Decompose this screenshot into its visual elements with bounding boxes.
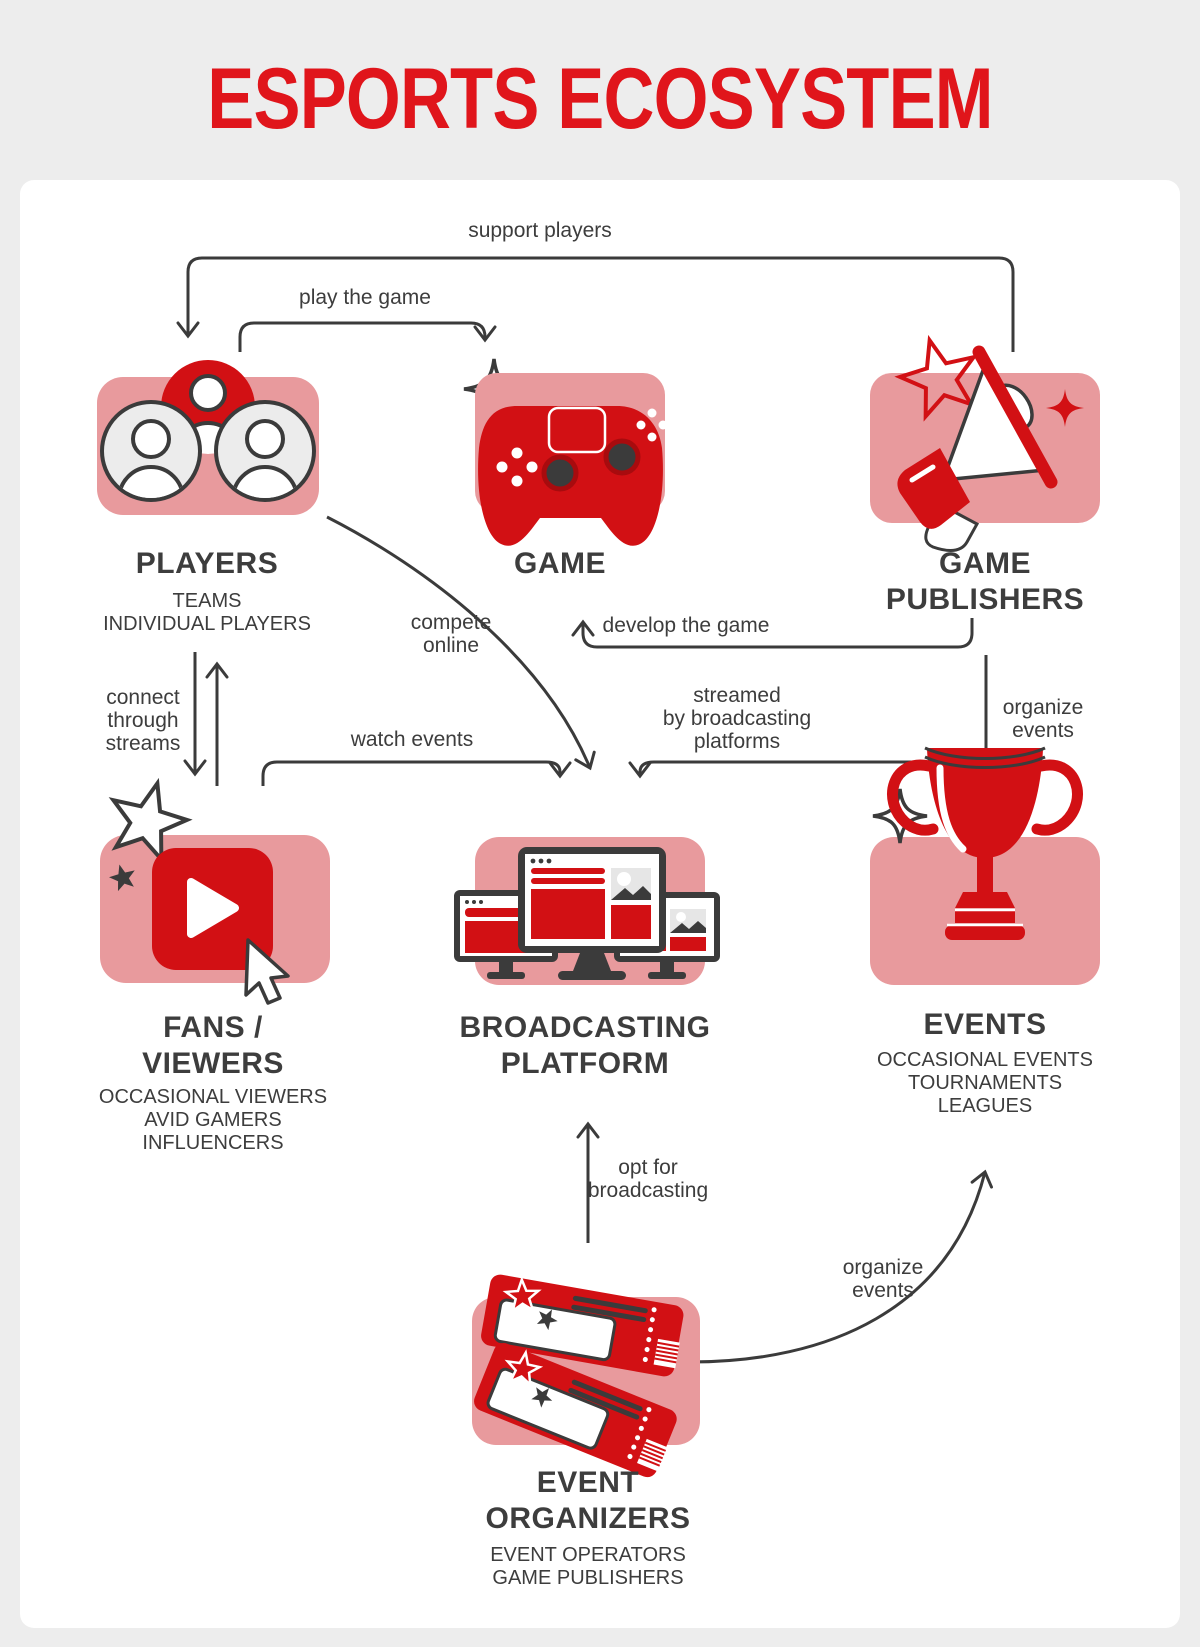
monitors-icon — [454, 837, 720, 985]
fans-viewers-title: FANS / VIEWERS — [142, 1011, 284, 1080]
tickets-icon — [438, 1248, 700, 1472]
left-stick — [541, 454, 579, 492]
action-buttons — [636, 408, 668, 442]
play-triangle — [187, 878, 239, 938]
play-the-game-label: play the game — [299, 286, 431, 309]
megaphone-handle — [897, 448, 970, 529]
edge-organize-events-bottom — [689, 1169, 993, 1364]
organize-events-top-label: organize events — [1002, 696, 1084, 742]
game-title: GAME — [514, 547, 606, 580]
connect-through-streams-label: connect through streams — [105, 686, 181, 755]
compete-online-label: compete online — [410, 611, 492, 657]
right-stick — [603, 438, 641, 476]
center-monitor — [518, 847, 666, 980]
events-title: EVENTS — [923, 1008, 1047, 1041]
play-button-icon — [85, 768, 330, 1005]
edge-compete-online — [326, 515, 596, 771]
event-organizers-subtitle: EVENT OPERATORS GAME PUBLISHERS — [490, 1544, 686, 1589]
cursor-icon — [244, 938, 290, 1005]
opt-for-broadcasting-label: opt for broadcasting — [587, 1156, 709, 1202]
edge-develop-the-game — [571, 618, 974, 649]
events-subtitle: OCCASIONAL EVENTS TOURNAMENTS LEAGUES — [877, 1049, 1093, 1117]
gamepad-icon — [445, 348, 668, 546]
trophy — [887, 746, 1083, 940]
players-subtitle: TEAMS INDIVIDUAL PLAYERS — [103, 590, 311, 635]
fans-viewers-subtitle: OCCASIONAL VIEWERS AVID GAMERS INFLUENCE… — [98, 1086, 328, 1154]
watch-events-label: watch events — [350, 728, 474, 751]
players-icon — [97, 360, 319, 515]
edge-support-players — [176, 256, 1015, 352]
organize-events-bottom-label: organize events — [842, 1256, 924, 1302]
dpad-dots — [496, 447, 538, 487]
game-publishers-title: GAME PUBLISHERS — [885, 547, 1085, 616]
support-players-label: support players — [468, 219, 612, 242]
develop-the-game-label: develop the game — [602, 614, 770, 637]
streamed-by-platforms-label: streamed by broadcasting platforms — [662, 684, 812, 753]
trophy-icon — [843, 728, 1100, 985]
megaphone-icon — [845, 330, 1100, 553]
page-title: ESPORTS ECOSYSTEM — [207, 51, 993, 147]
edge-watch-events — [261, 760, 572, 786]
broadcasting-platform-title: BROADCASTING PLATFORM — [459, 1011, 711, 1080]
event-organizers-title: EVENT ORGANIZERS — [485, 1466, 691, 1535]
edge-play-the-game — [238, 321, 497, 352]
players-title: PLAYERS — [135, 547, 279, 580]
